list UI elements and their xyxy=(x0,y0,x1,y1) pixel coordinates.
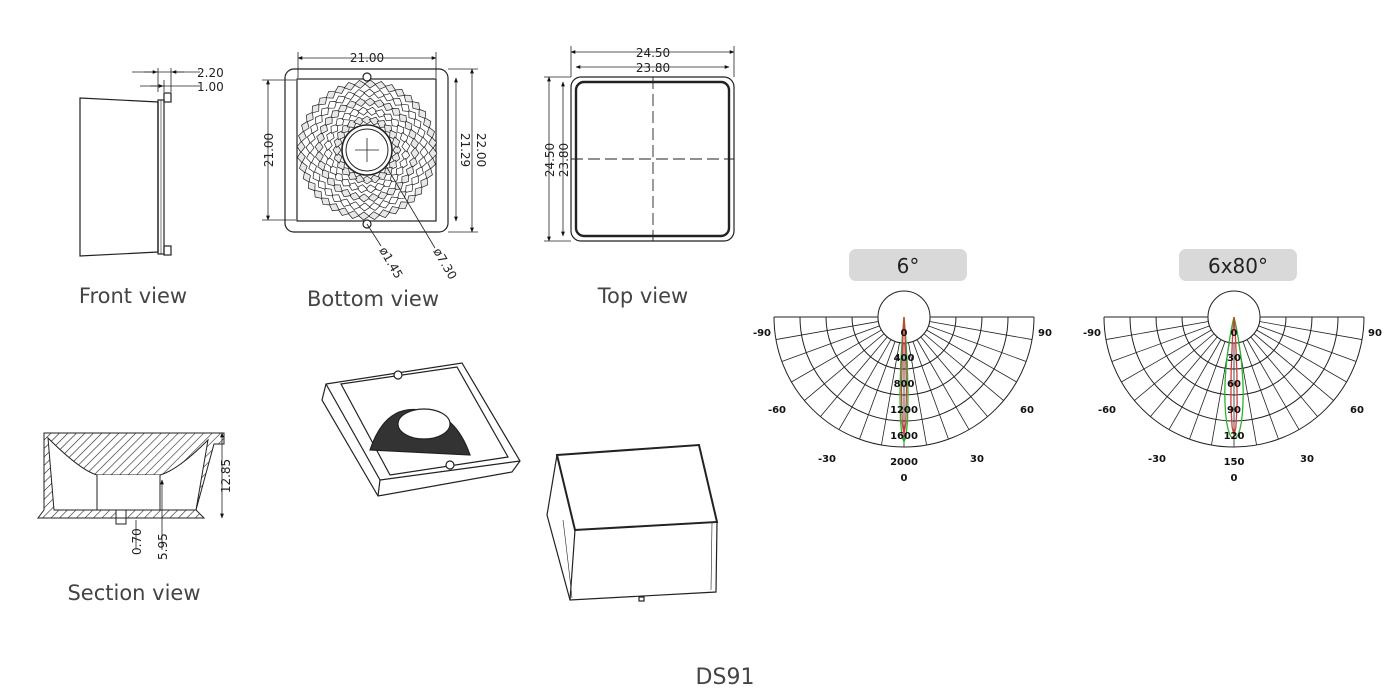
section-view-caption: Section view xyxy=(67,581,200,605)
angle-label: 90 xyxy=(1038,328,1052,339)
angle-label: -60 xyxy=(1098,405,1116,416)
bottom-dim-height: 21.00 xyxy=(262,133,276,167)
bottom-dim-width: 21.00 xyxy=(350,51,384,65)
bottom-dim-hole: ø1.45 xyxy=(376,245,405,281)
top-view xyxy=(544,46,735,242)
lattice-cell xyxy=(401,140,411,153)
angle-label: 30 xyxy=(970,454,984,465)
angle-label: 60 xyxy=(1020,405,1034,416)
intensity-curve xyxy=(899,316,909,444)
beam-angle-1: 6° xyxy=(897,254,920,278)
angle-label: 0 xyxy=(901,473,908,484)
angle-label: 60 xyxy=(1350,405,1364,416)
angle-label: -90 xyxy=(1083,328,1101,339)
beam-badge-2 xyxy=(1179,249,1297,281)
top-dim-outer-h: 24.50 xyxy=(543,143,557,177)
bottom-dim-center: ø7.30 xyxy=(430,246,459,282)
bottom-view xyxy=(262,52,478,249)
radial-label: 2000 xyxy=(890,457,918,468)
radial-label: 800 xyxy=(894,379,915,390)
radial-label: 400 xyxy=(894,353,915,364)
model-number: DS91 xyxy=(696,665,755,690)
angle-label: -60 xyxy=(768,405,786,416)
angle-label: 90 xyxy=(1368,328,1382,339)
bottom-dim-outer: 22.00 xyxy=(474,133,488,167)
top-view-caption: Top view xyxy=(597,284,688,308)
front-dim-1: 2.20 xyxy=(197,66,224,80)
front-view xyxy=(79,68,200,257)
angle-label: 0 xyxy=(1231,328,1238,339)
angle-label: -30 xyxy=(818,454,836,465)
intensity-curve xyxy=(900,316,908,436)
intensity-curve xyxy=(1224,316,1244,440)
radial-label: 1600 xyxy=(890,431,918,442)
polar-grid-1 xyxy=(773,290,1035,448)
lattice-cell xyxy=(391,136,401,149)
top-dim-inner-w: 23.80 xyxy=(636,61,670,75)
radial-label: 150 xyxy=(1224,457,1245,468)
polar-chart-2: 6x80° -90 90 -60 60 -30 30 0 0 30 60 90 … xyxy=(1083,249,1382,484)
intensity-curve xyxy=(1230,316,1238,436)
lattice-cell xyxy=(424,167,433,180)
angle-label: 30 xyxy=(1300,454,1314,465)
polar-grid-2 xyxy=(1103,290,1365,448)
angle-label: -30 xyxy=(1148,454,1166,465)
beam-badge-1 xyxy=(849,249,967,281)
angle-label: 0 xyxy=(1231,473,1238,484)
iso-view-closed xyxy=(546,443,719,602)
lattice-cell xyxy=(418,156,428,169)
section-view xyxy=(37,432,225,550)
bottom-dim-inner: 21.29 xyxy=(458,133,472,167)
polar-chart-1: 6° -90 90 -60 60 -30 30 0 0 400 800 1200… xyxy=(753,249,1052,484)
lens-lattice xyxy=(296,79,438,221)
top-dim-inner-h: 23.80 xyxy=(557,143,571,177)
bottom-view-caption: Bottom view xyxy=(307,287,439,311)
radial-label: 60 xyxy=(1227,379,1241,390)
section-dim-height: 12.85 xyxy=(219,459,233,493)
beam-angle-2: 6x80° xyxy=(1208,254,1268,278)
angle-label: -90 xyxy=(753,328,771,339)
section-dim-a: 0.70 xyxy=(130,528,144,555)
radial-label: 1200 xyxy=(890,405,918,416)
section-dim-b: 5.95 xyxy=(156,533,170,560)
front-view-caption: Front view xyxy=(79,284,187,308)
radial-label: 30 xyxy=(1227,353,1241,364)
radial-label: 90 xyxy=(1227,405,1241,416)
lattice-cell xyxy=(410,146,420,160)
radial-label: 120 xyxy=(1224,431,1245,442)
top-dim-outer-w: 24.50 xyxy=(636,46,670,60)
angle-label: 0 xyxy=(901,328,908,339)
front-dim-2: 1.00 xyxy=(197,80,224,94)
iso-view-open xyxy=(321,362,521,497)
